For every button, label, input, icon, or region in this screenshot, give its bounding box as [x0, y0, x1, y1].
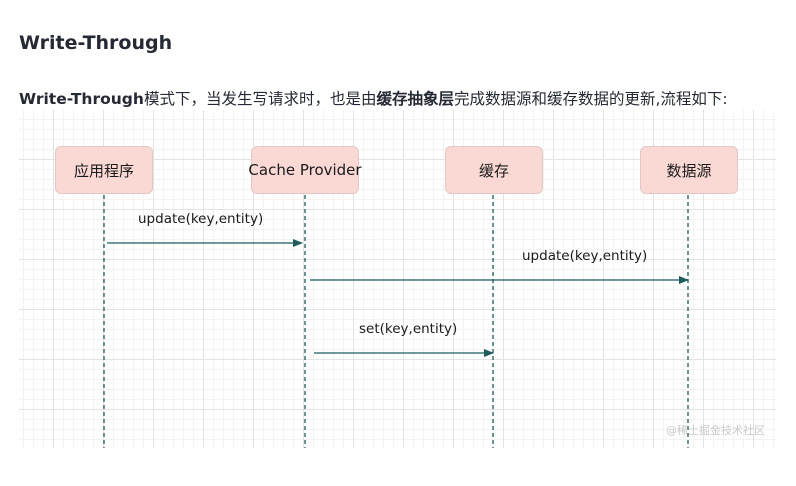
sequence-diagram: 应用程序 Cache Provider 缓存 数据源 update(key,en…	[19, 110, 776, 448]
para-text-1: 模式下，当发生写请求时，也是由	[143, 90, 377, 108]
message-label-3: set(key,entity)	[359, 321, 458, 337]
watermark: @稀土掘金技术社区	[666, 424, 765, 437]
message-label-2: update(key,entity)	[522, 248, 648, 264]
term-write-through: Write-Through	[19, 90, 144, 108]
diagram-lines	[103, 195, 689, 448]
actor-cache: 缓存	[445, 146, 543, 194]
actor-cache-provider: Cache Provider	[248, 146, 362, 194]
intro-paragraph: Write-Through模式下，当发生写请求时，也是由缓存抽象层完成数据源和缓…	[19, 87, 728, 111]
section-heading: Write-Through	[19, 32, 173, 54]
actor-datasource: 数据源	[640, 146, 738, 194]
term-cache-abstraction: 缓存抽象层	[376, 90, 454, 108]
para-text-2: 完成数据源和缓存数据的更新,流程如下:	[453, 90, 728, 108]
actor-application: 应用程序	[55, 146, 153, 194]
message-label-1: update(key,entity)	[138, 211, 264, 227]
